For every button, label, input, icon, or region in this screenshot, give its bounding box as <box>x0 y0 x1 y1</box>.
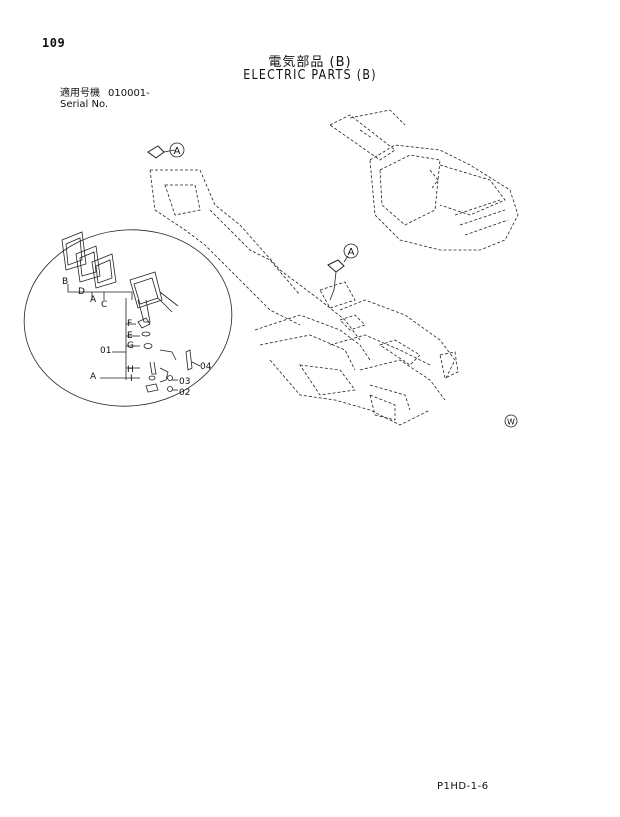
label-g: G <box>127 341 134 351</box>
part-number-01: 01 <box>100 346 111 356</box>
callout-a-middle: A <box>343 243 359 259</box>
gasket-part-d <box>75 245 101 283</box>
label-d: D <box>78 287 85 297</box>
serial-number-block: 適用号機 010001- Serial No. <box>60 88 158 110</box>
label-f: F <box>127 319 132 329</box>
label-c: C <box>101 300 107 310</box>
part-number-03: 03 <box>179 377 190 387</box>
detail-view-a: B D A C F E G H I A 01 02 03 04 <box>23 229 233 407</box>
page-number: 109 <box>42 36 66 50</box>
label-b: B <box>62 277 68 287</box>
label-a-upper: A <box>90 295 97 305</box>
w-mark-symbol: W <box>504 414 518 428</box>
page-title-english: ELECTRIC PARTS (B) <box>243 68 377 83</box>
work-light-upper <box>147 145 176 159</box>
work-light-middle <box>327 255 349 301</box>
page-title-japanese: 電気部品 (B) <box>268 55 352 70</box>
main-frame-illustration <box>149 169 459 426</box>
w-mark-label: W <box>507 418 515 427</box>
excavator-cab-illustration <box>369 144 519 251</box>
lens-part-a <box>91 253 117 289</box>
callout-a-top-label: A <box>174 146 181 157</box>
serial-number-value: 010001- <box>108 88 150 99</box>
label-e: E <box>127 331 133 341</box>
part-number-04: 04 <box>200 362 212 372</box>
boom-arm-illustration <box>329 109 406 161</box>
label-h: H <box>127 365 134 375</box>
serial-label-english: Serial No. <box>60 99 109 110</box>
part-number-02: 02 <box>179 388 190 398</box>
lens-cover-part-b <box>61 231 87 271</box>
callout-a-top: A <box>169 142 185 158</box>
label-a-lower: A <box>90 372 97 382</box>
housing-part-c <box>129 271 163 309</box>
serial-label-japanese: 適用号機 <box>60 88 100 99</box>
drawing-reference-code: P1HD-1-6 <box>437 781 489 792</box>
label-i: I <box>130 374 133 384</box>
callout-a-middle-label: A <box>348 247 355 258</box>
